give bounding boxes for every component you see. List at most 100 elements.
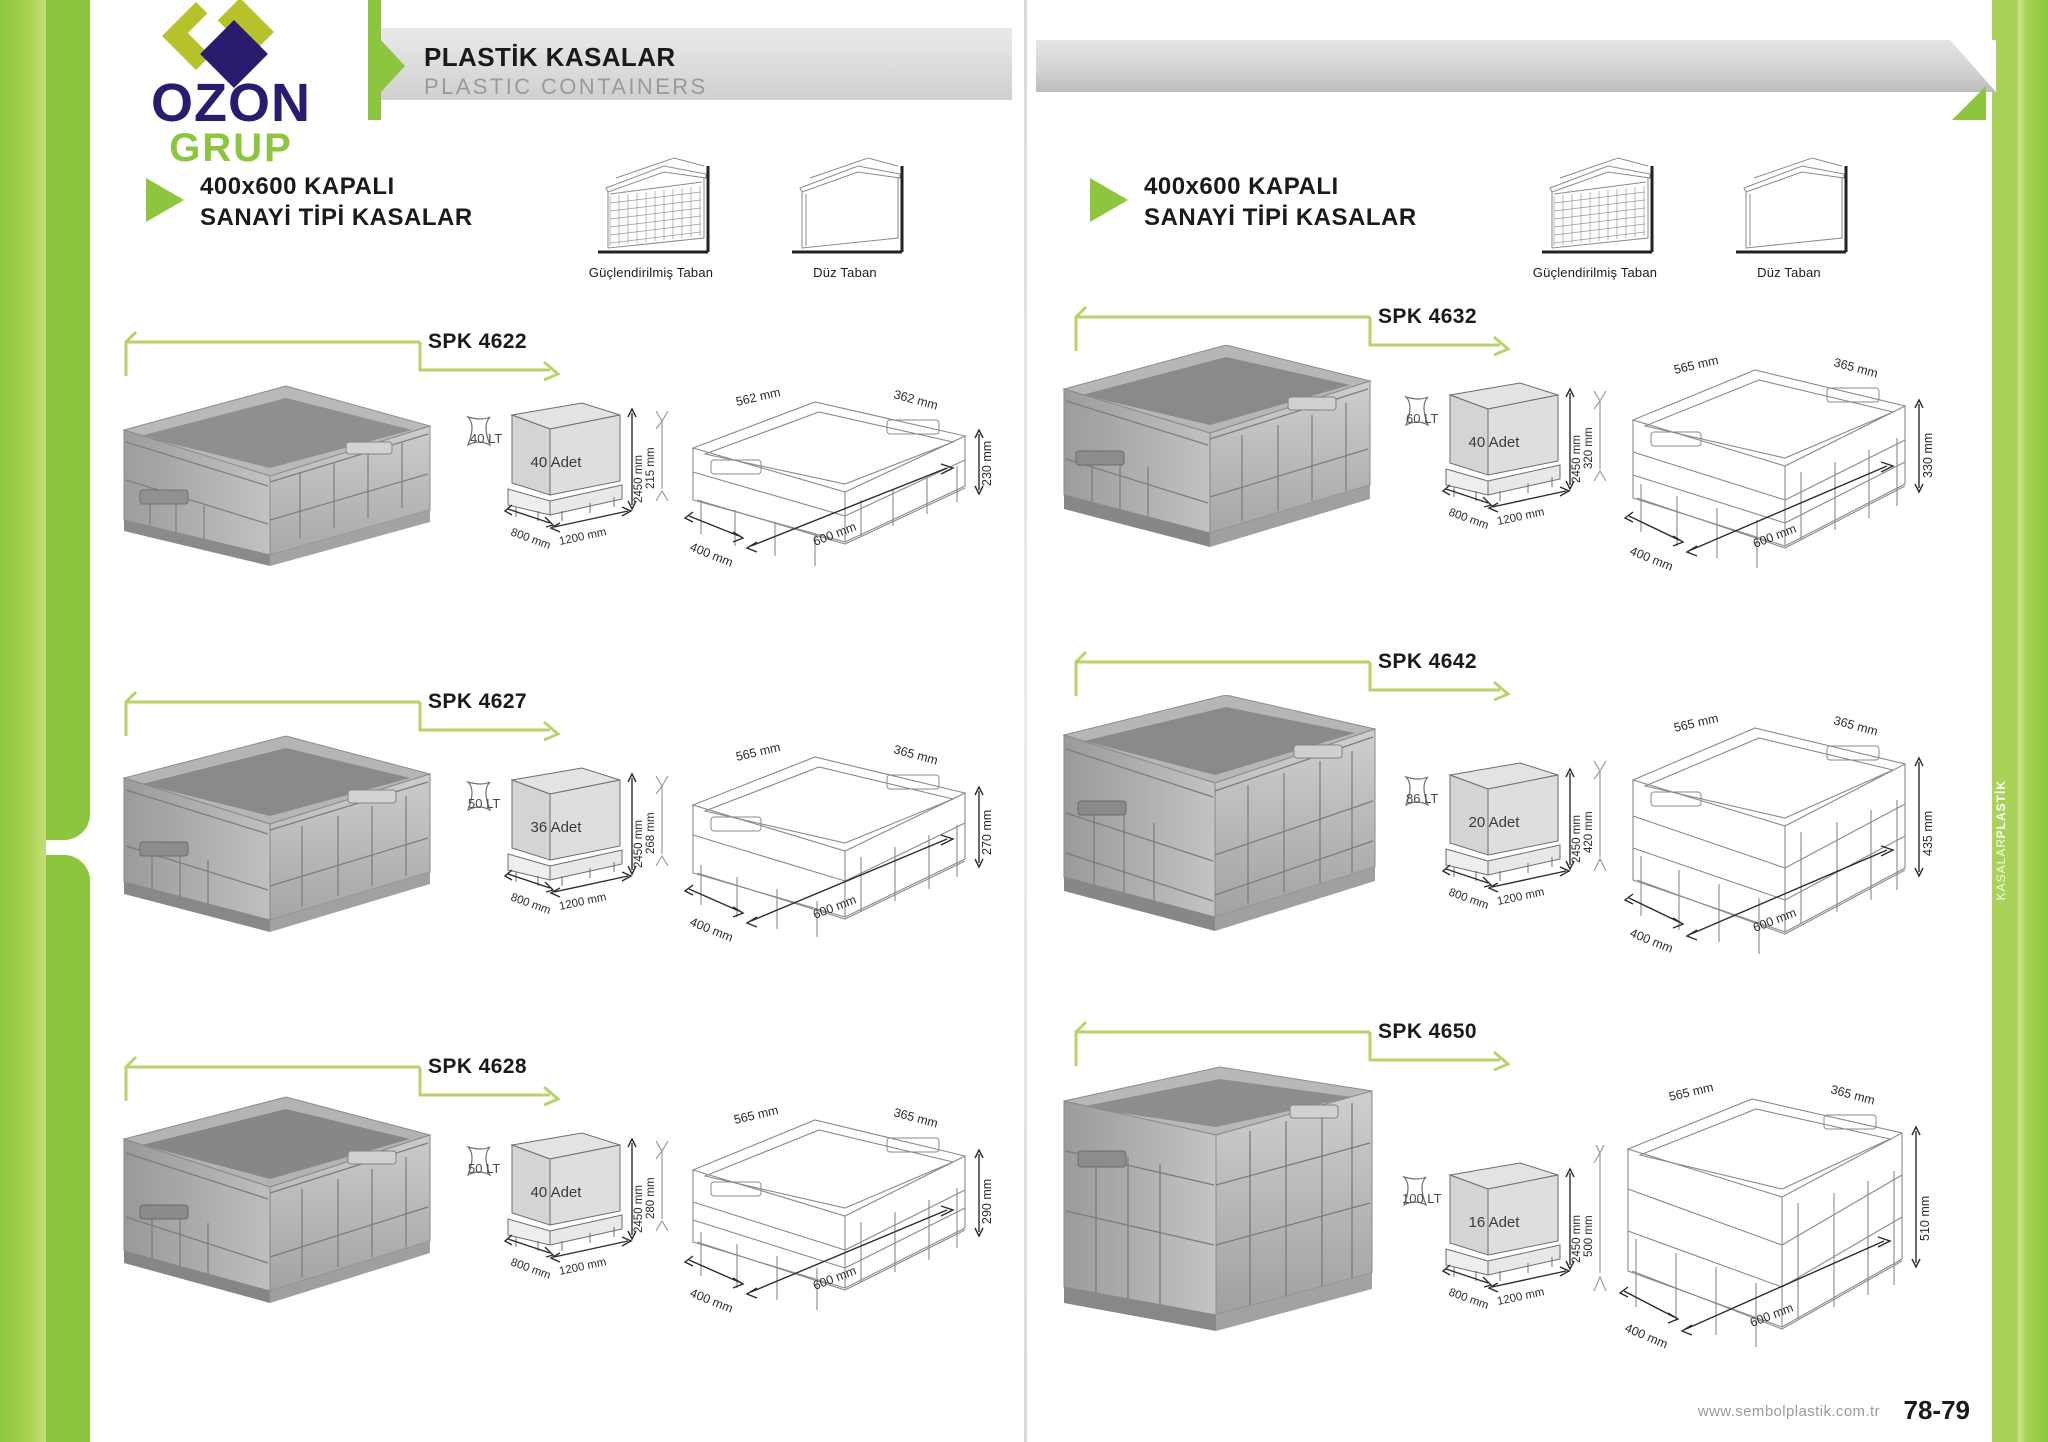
section-title-line2: SANAYİ TİPİ KASALAR [200,204,473,231]
volume-label: 40 LT [470,431,502,446]
crate-inner-length: 565 mm [1668,1080,1715,1104]
left-green-bar [0,0,46,1442]
technical-drawing-spk-4622: 562 mm 362 mm 230 mm 400 mm 600 mm [683,385,994,570]
product-block-spk-4628: SPK 4628 [120,1055,1000,1355]
stack-height: 420 mm [1583,811,1595,853]
callout-bracket-icon [1074,1020,1511,1072]
page-title: PLASTİK KASALAR [424,42,676,72]
page-subtitle: PLASTIC CONTAINERS [424,74,708,99]
technical-drawing-spk-4627: 565 mm 365 mm 270 mm 400 mm 600 mm [683,740,994,945]
product-photo-spk-4628 [122,1096,432,1303]
volume-label: 50 LT [468,1161,500,1176]
side-tab-line1: PLASTİK [1994,780,2008,839]
section-title-right: 400x600 KAPALI SANAYİ TİPİ KASALAR [1090,172,1417,234]
product-block-spk-4632: SPK 4632 [1062,305,1950,605]
volume-label: 50 LT [468,796,500,811]
crate-outer-width: 400 mm [688,1286,735,1316]
volume-label: 100 LT [1402,1191,1442,1206]
product-code-callout: SPK 4628 [120,1055,600,1115]
pallet-depth: 800 mm [1447,507,1490,532]
header-green-edge [368,0,381,120]
technical-drawing-spk-4632: 565 mm 365 mm 330 mm 400 mm 600 mm [1623,353,1935,574]
stack-height: 320 mm [1583,427,1595,469]
product-block-spk-4642: SPK 4642 [1062,650,1950,970]
product-block-spk-4627: SPK 4627 [120,690,1000,990]
pallet-quantity: 16 Adet [1469,1214,1521,1231]
right-green-inner-bar [1992,0,2018,1442]
header-corner-triangle [1952,86,1986,120]
crate-outer-length: 600 mm [811,893,858,922]
base-type-caption: Düz Taban [1757,265,1821,280]
pallet-height: 2450 mm [1571,815,1583,863]
crate-inner-width: 365 mm [892,1105,939,1130]
section-title-line1: 400x600 KAPALI [200,173,395,200]
page-spine [1024,0,1027,1442]
pallet-diagram-spk-4627: 50 LT 36 Adet 2450 mm 800 mm [465,767,669,917]
product-code-callout: SPK 4627 [120,690,600,750]
product-code: SPK 4627 [428,690,527,713]
footer-page-numbers: 78-79 [1903,1395,1971,1425]
reinforced-base-icon [598,157,710,254]
base-type-reinforced-left: Güçlendirilmiş Taban [586,148,716,280]
crate-height: 230 mm [980,441,994,486]
crate-outer-width: 400 mm [1628,544,1675,574]
callout-bracket-icon [124,330,561,382]
pallet-depth: 800 mm [1447,1287,1490,1312]
crate-outer-length: 600 mm [811,520,858,549]
stack-height: 268 mm [645,812,657,854]
crate-height: 330 mm [1921,433,1935,478]
product-code: SPK 4642 [1378,650,1477,673]
crate-inner-length: 562 mm [735,385,782,409]
section-title-left: 400x600 KAPALI SANAYİ TİPİ KASALAR [146,172,473,234]
crate-outer-length: 600 mm [1751,522,1798,551]
pallet-quantity: 36 Adet [531,819,583,836]
pallet-diagram-spk-4632: 60 LT 40 Adet 2450 mm 800 mm [1403,382,1607,532]
right-green-bar [2018,0,2048,1442]
pallet-quantity: 20 Adet [1469,814,1521,831]
product-photo-spk-4627 [122,735,432,932]
product-photo-spk-4632 [1062,345,1372,547]
callout-bracket-icon [1074,650,1511,702]
crate-outer-length: 600 mm [811,1264,858,1293]
product-code-callout: SPK 4622 [120,330,600,390]
header-green-arrow-icon [381,40,405,92]
footer-website-url[interactable]: www.sembolplastik.com.tr [1697,1403,1880,1420]
product-code-callout: SPK 4650 [1070,1020,1550,1080]
section-title-line1: 400x600 KAPALI [1144,173,1339,200]
pallet-depth: 800 mm [509,892,552,917]
product-code: SPK 4628 [428,1055,527,1078]
reinforced-base-icon [1542,157,1654,254]
callout-bracket-icon [124,1055,561,1107]
technical-drawing-spk-4650: 565 mm 365 mm 510 mm 400 mm 600 mm [1618,1080,1932,1351]
pallet-width: 1200 mm [558,526,607,548]
crate-outer-width: 400 mm [1628,926,1675,956]
product-code: SPK 4622 [428,330,527,353]
pallet-width: 1200 mm [558,891,607,913]
pallet-diagram-spk-4650: 100 LT 16 Adet 2450 mm 800 mm [1401,1145,1607,1312]
base-type-flat-left: Düz Taban [780,148,910,280]
pallet-diagram-spk-4622: 40 LT 40 Adet 2450 mm 800 mm [465,402,669,552]
pallet-diagram-spk-4642: 86 LT 20 Adet 2450 mm 800 mm [1403,760,1607,912]
section-arrow-icon [146,178,184,222]
pallet-height: 2450 mm [633,1185,645,1233]
product-code-callout: SPK 4632 [1070,305,1550,365]
base-type-flat-right: Düz Taban [1724,148,1854,280]
base-type-caption: Düz Taban [813,265,877,280]
pallet-quantity: 40 Adet [531,454,583,471]
crate-outer-width: 400 mm [688,915,735,945]
volume-label: 60 LT [1406,411,1438,426]
brand-logo: OZON GRUP [116,0,346,168]
base-type-caption: Güçlendirilmiş Taban [1532,265,1658,280]
crate-inner-length: 565 mm [1673,353,1720,377]
header-banner-right [1036,40,1996,92]
product-block-spk-4650: SPK 4650 [1063,1020,1950,1370]
header-banner-left [372,28,1012,100]
crate-height: 510 mm [1918,1196,1932,1241]
technical-drawing-spk-4628: 565 mm 365 mm 290 mm 400 mm 600 mm [683,1103,994,1316]
pallet-height: 2450 mm [633,455,645,503]
crate-inner-length: 565 mm [735,740,782,764]
product-photo-spk-4642 [1062,695,1377,931]
crate-inner-width: 365 mm [1832,713,1879,738]
product-code: SPK 4650 [1378,1020,1477,1043]
pallet-depth: 800 mm [1447,887,1490,912]
